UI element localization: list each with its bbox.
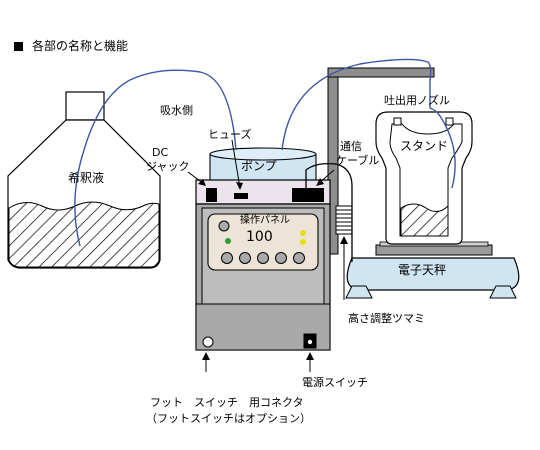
leader-arrowheads [198, 178, 348, 360]
power-switch-mark [307, 339, 313, 345]
fuse-slot[interactable] [234, 193, 248, 199]
bottle-cap [65, 91, 105, 121]
balance-plate [375, 244, 493, 256]
led-yellow-2 [300, 239, 306, 245]
power-arrow [306, 352, 314, 360]
label-stand: スタンド [400, 139, 449, 153]
pump-head-top [209, 147, 317, 161]
panel-display-value: 100 [246, 229, 273, 245]
dc-jack-port[interactable] [206, 188, 217, 202]
label-diluent: 希釈液 [68, 171, 105, 185]
balance-foot-left [345, 285, 373, 299]
comm-cable [305, 162, 353, 262]
foot-switch-arrow [202, 352, 210, 360]
beaker-liquid [400, 203, 449, 237]
comm-arrow [316, 178, 324, 186]
stand-hole-left [393, 117, 402, 126]
label-electronic-balance: 電子天秤 [398, 263, 447, 277]
stand-hole-right [445, 117, 454, 126]
electronic-balance [345, 241, 520, 299]
label-dc-jack-line2: ジャック [146, 160, 190, 173]
label-pump: ポンプ [241, 159, 277, 173]
label-comm-cable-line1: 通信 [340, 140, 362, 153]
label-power-switch: 電源スイッチ [302, 376, 368, 389]
panel-button-2[interactable] [239, 252, 251, 264]
diluent-bottle [7, 91, 161, 269]
panel-button-3[interactable] [257, 252, 269, 264]
fuse-arrow [236, 182, 243, 190]
nozzle-tube-down [429, 80, 456, 189]
label-discharge-nozzle: 吐出用ノズル [384, 94, 450, 107]
comm-port[interactable] [292, 188, 324, 202]
discharge-tube [281, 58, 432, 151]
header-title: 各部の名称と機能 [32, 39, 129, 53]
height-knob-arrow [340, 236, 348, 244]
label-suction-side: 吸水側 [160, 104, 193, 117]
height-knob-ridges [336, 209, 352, 231]
operation-panel [207, 213, 319, 271]
label-foot-switch-line1: フット スイッチ 用コネクタ [150, 396, 304, 409]
foot-switch-connector[interactable] [202, 336, 214, 348]
label-height-knob: 高さ調整ツマミ [348, 312, 425, 325]
label-operation-panel: 操作パネル [240, 215, 290, 226]
label-foot-switch-line2: （フットスイッチはオプション） [146, 412, 311, 425]
label-fuse: ヒューズ [208, 128, 252, 141]
panel-button-5[interactable] [293, 252, 305, 264]
panel-button-1[interactable] [221, 252, 233, 264]
balance-foot-right [489, 285, 517, 299]
tubes [74, 58, 456, 247]
suction-tube [74, 69, 237, 247]
panel-button-top-left[interactable] [218, 220, 230, 232]
stand-assembly [327, 67, 473, 255]
pump-unit [195, 147, 331, 351]
fuse-leader [231, 139, 241, 189]
dc-arrow [198, 179, 206, 186]
bottle-liquid [8, 201, 160, 268]
header-bullet [14, 42, 23, 51]
stand-arm [327, 67, 435, 78]
led-green [225, 238, 231, 244]
label-comm-cable-line2: ケーブル [336, 154, 380, 167]
led-yellow-1 [300, 230, 306, 236]
label-dc-jack-line1: DC [152, 146, 169, 159]
panel-button-4[interactable] [275, 252, 287, 264]
